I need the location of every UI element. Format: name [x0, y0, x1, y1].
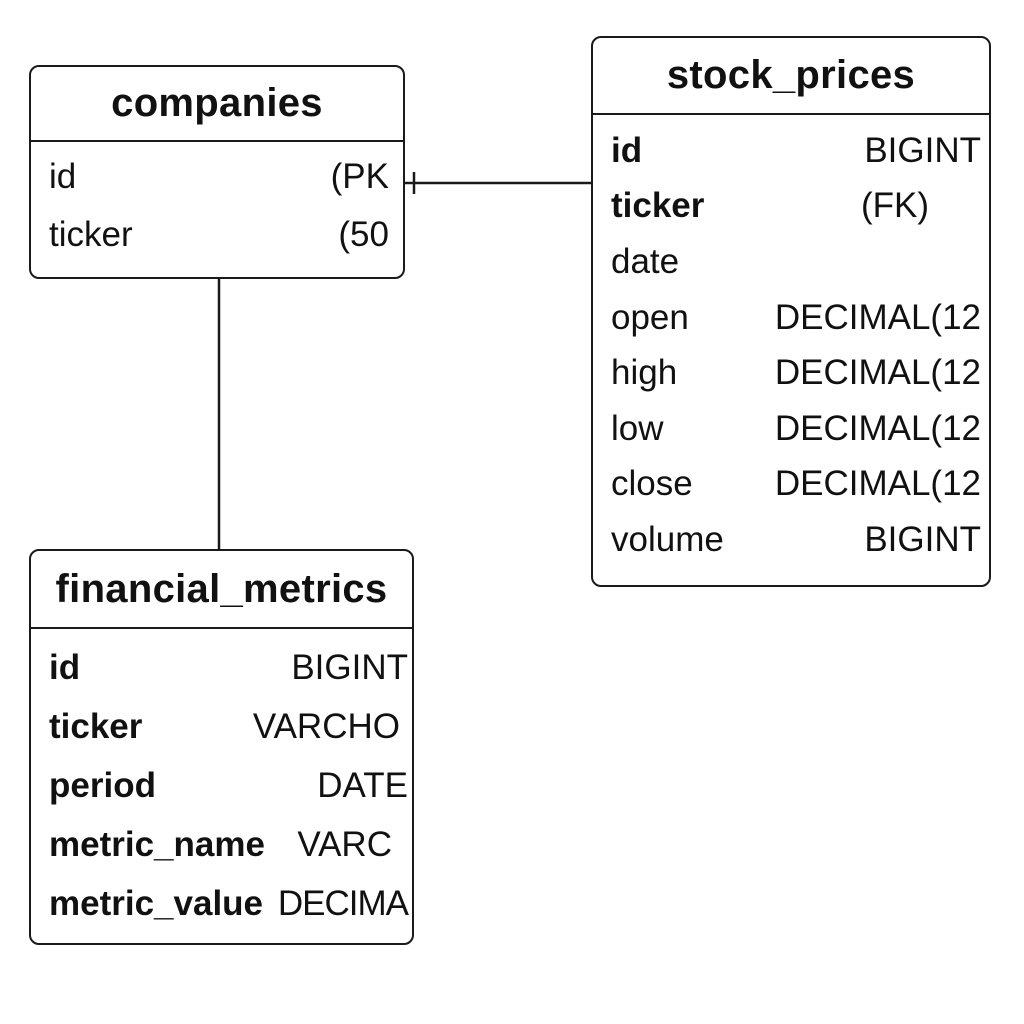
column-type: (PK [330, 157, 389, 196]
column-row: ticker (FK) [593, 179, 989, 235]
column-name: id [611, 130, 643, 170]
stock-prices-table[interactable]: stock_prices id BIGINT ticker (FK) date … [591, 36, 991, 587]
column-row: volume BIGINT [593, 512, 989, 568]
column-row: close DECIMAL(12 [593, 457, 989, 513]
column-row: ticker VARCHO [31, 697, 412, 756]
column-type: (50 [338, 215, 389, 254]
column-row: metric_value DECIMA [31, 874, 412, 933]
column-name: low [611, 408, 664, 448]
columns-list: id BIGINT ticker VARCHO period DATE metr… [31, 629, 412, 933]
column-type: DECIMAL(12 [774, 408, 981, 448]
column-name: ticker [49, 706, 143, 746]
column-name: date [611, 241, 680, 281]
column-name: id [49, 157, 77, 196]
column-name: metric_name [49, 824, 265, 864]
table-title: stock_prices [593, 38, 989, 115]
column-row: low DECIMAL(12 [593, 401, 989, 457]
columns-list: id (PK ticker (50 [31, 142, 403, 264]
column-name: metric_value [49, 883, 264, 923]
column-name: period [49, 765, 156, 805]
column-type: BIGINT [864, 130, 981, 170]
column-row: high DECIMAL(12 [593, 345, 989, 401]
column-name: ticker [611, 186, 705, 226]
column-name: close [611, 464, 693, 504]
column-row: metric_name VARC [31, 815, 412, 874]
companies-table[interactable]: companies id (PK ticker (50 [29, 65, 405, 279]
column-name: high [611, 353, 678, 393]
table-title: companies [31, 67, 403, 142]
financial-metrics-table[interactable]: financial_metrics id BIGINT ticker VARCH… [29, 549, 414, 945]
column-row: date [593, 234, 989, 290]
column-type: DATE [317, 765, 408, 805]
column-row: open DECIMAL(12 [593, 290, 989, 346]
column-type: BIGINT [864, 519, 981, 559]
column-row: id (PK [31, 148, 403, 206]
column-type: (FK) [860, 186, 929, 226]
column-type: DECIMAL(12 [774, 297, 981, 337]
column-type: DECIMA [277, 883, 409, 923]
column-name: volume [611, 519, 724, 559]
column-type: DECIMAL(12 [774, 353, 981, 393]
column-row: ticker (50 [31, 206, 403, 264]
column-name: id [49, 647, 81, 687]
table-title: financial_metrics [31, 551, 412, 629]
column-type: BIGINT [291, 647, 408, 687]
column-type: VARC [297, 824, 392, 864]
column-name: ticker [49, 215, 133, 254]
column-row: id BIGINT [593, 123, 989, 179]
column-row: period DATE [31, 756, 412, 815]
column-type: VARCHO [252, 706, 400, 746]
columns-list: id BIGINT ticker (FK) date open DECIMAL(… [593, 115, 989, 568]
column-type: DECIMAL(12 [774, 464, 981, 504]
column-name: open [611, 297, 689, 337]
column-row: id BIGINT [31, 638, 412, 697]
